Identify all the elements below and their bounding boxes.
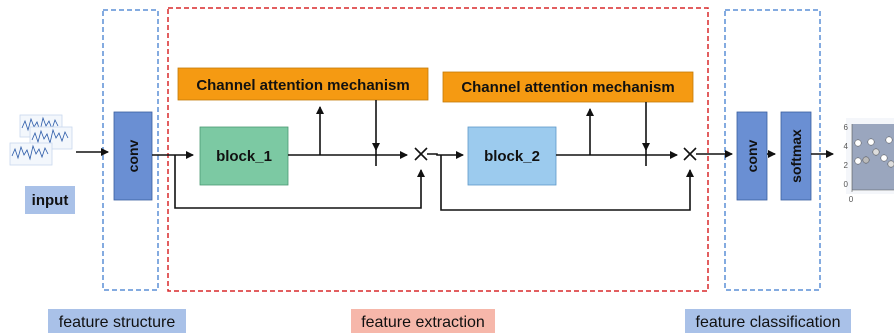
output-scatter-plot bbox=[846, 118, 894, 194]
output-y-tick-0: 0 bbox=[844, 180, 849, 189]
channel-attention-2 bbox=[442, 71, 694, 103]
feature-classification-tag bbox=[685, 309, 851, 333]
input-signal-image bbox=[9, 114, 73, 166]
output-x-tick-0: 0 bbox=[849, 195, 854, 204]
output-y-tick-2: 2 bbox=[844, 161, 849, 170]
block1 bbox=[199, 126, 289, 186]
channel-attention-1 bbox=[177, 67, 429, 101]
input-label: input bbox=[32, 192, 69, 209]
block2 bbox=[467, 126, 557, 186]
feature-classification-caption: feature classification bbox=[696, 314, 841, 331]
block2-label: block_2 bbox=[484, 148, 540, 165]
feature-extraction-caption: feature extraction bbox=[361, 314, 485, 331]
output-y-tick-4: 4 bbox=[844, 142, 849, 151]
feature-structure-tag bbox=[48, 309, 186, 333]
conv2-block bbox=[736, 111, 768, 201]
arrow-multiply1-to-block2 bbox=[427, 151, 464, 159]
feature-structure-caption: feature structure bbox=[59, 314, 176, 331]
block1-label: block_1 bbox=[216, 148, 272, 165]
conv2-label: conv bbox=[744, 139, 760, 172]
feature-extraction-tag bbox=[351, 309, 495, 333]
channel-attention-1-label: Channel attention mechanism bbox=[196, 77, 409, 94]
residual-1-path bbox=[174, 155, 425, 209]
channel-attention-2-label: Channel attention mechanism bbox=[461, 79, 674, 96]
input-tag bbox=[25, 186, 75, 214]
output-y-tick-6: 6 bbox=[844, 123, 849, 132]
residual-2-path bbox=[440, 155, 694, 211]
multiply-2-icon bbox=[683, 147, 697, 161]
conv-label: conv bbox=[125, 139, 141, 172]
multiply-1-icon bbox=[414, 147, 428, 161]
feature-extraction-frame bbox=[167, 7, 709, 292]
conv-block bbox=[113, 111, 153, 201]
softmax-block bbox=[780, 111, 812, 201]
softmax-label: softmax bbox=[788, 129, 804, 183]
